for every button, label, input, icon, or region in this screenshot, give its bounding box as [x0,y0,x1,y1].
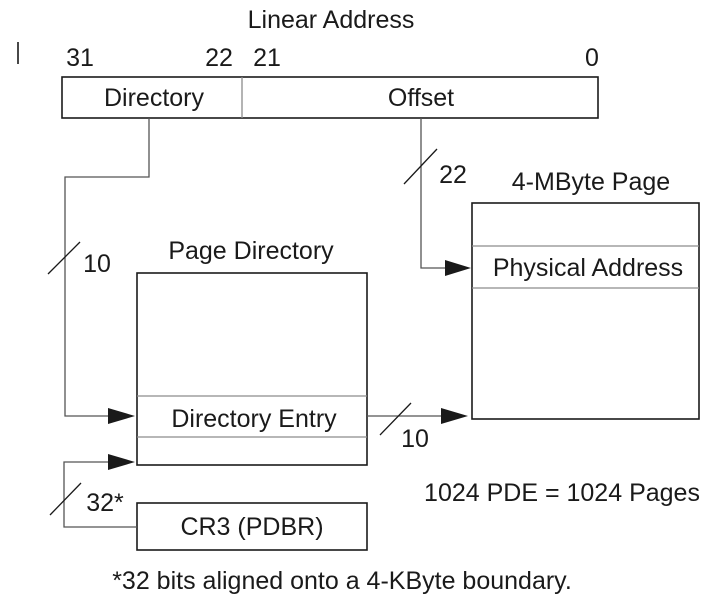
cr3-label: CR3 (PDBR) [180,513,323,541]
directory-entry-label: Directory Entry [171,405,337,433]
bit-label-31: 31 [66,44,94,72]
bit-label-0: 0 [585,44,599,72]
diagram-title: Linear Address [248,6,415,34]
page-directory-box [136,272,368,466]
directory-index-wire [64,118,150,417]
entry-to-page-arrow: 10 [367,402,468,453]
cr3-bits-label: 32* [86,489,124,517]
pde-count-note: 1024 PDE = 1024 Pages [424,479,700,507]
offset-bits-label: 22 [439,161,467,189]
offset-arrow: 22 [403,118,471,276]
cr3-arrow: 32* [49,454,137,528]
page-frame: Physical Address [471,202,700,420]
directory-index-arrowhead [108,408,135,424]
linear-address-register: Directory Offset [61,76,599,119]
entry-to-page-slash [379,402,412,436]
physical-address-label: Physical Address [493,254,683,282]
directory-index-arrow: 10 [47,118,150,424]
cr3-wire [63,461,137,528]
linear-address-box [61,76,599,119]
offset-wire [420,118,447,269]
page-title: 4-MByte Page [512,168,670,196]
offset-field-label: Offset [388,84,454,112]
directory-index-slash [47,241,81,275]
page-box [471,202,700,420]
directory-field-label: Directory [104,84,205,112]
footnote: *32 bits aligned onto a 4-KByte boundary… [112,567,572,595]
offset-arrowhead [445,260,471,276]
directory-bits-label: 10 [83,250,111,278]
cr3-slash [49,482,82,516]
entry-to-page-arrowhead [441,408,468,424]
bit-label-22: 22 [205,44,233,72]
entry-bits-label: 10 [401,425,429,453]
page-directory-title: Page Directory [168,237,334,265]
cr3-arrowhead [108,454,135,470]
offset-slash [403,148,438,185]
bit-label-21: 21 [253,44,281,72]
cr3-register: CR3 (PDBR) [136,502,368,551]
page-directory-table: Directory Entry [136,272,368,466]
